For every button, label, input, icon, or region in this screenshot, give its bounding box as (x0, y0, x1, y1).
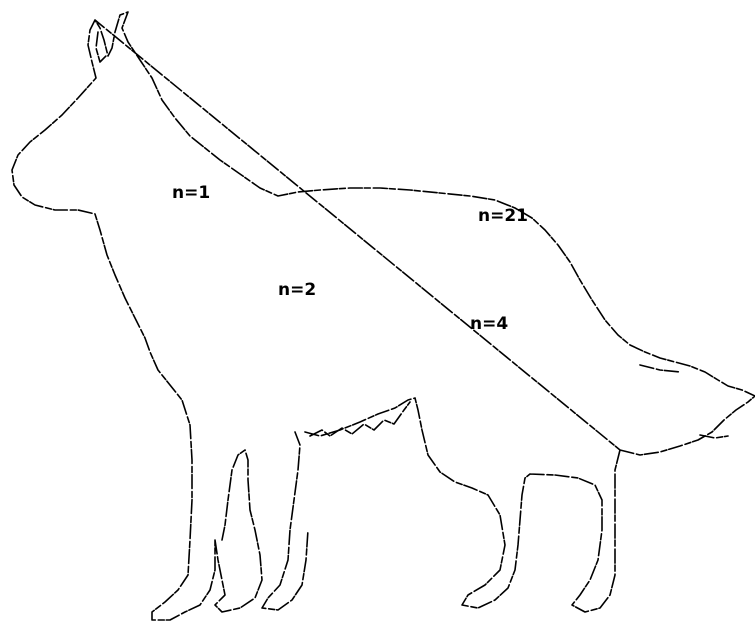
dog-tail-tip-lines (639, 364, 729, 439)
region-label-head: n=1 (172, 183, 211, 203)
region-label-flank: n=4 (470, 314, 509, 334)
dog-belly-fur-line (309, 401, 411, 437)
region-label-chest: n=2 (278, 280, 317, 300)
dog-body-contour (11, 11, 755, 621)
dog-ear-inner-line (95, 31, 107, 63)
region-label-back: n=21 (478, 206, 529, 226)
